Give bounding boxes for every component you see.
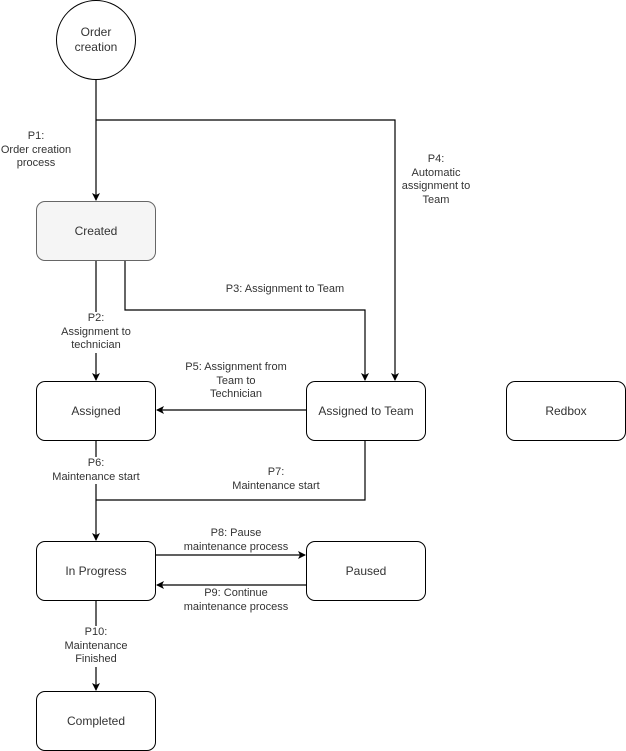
- node-created[interactable]: Created: [36, 201, 156, 261]
- label-line: Finished: [75, 653, 117, 665]
- label-line: Maintenance start: [52, 470, 140, 483]
- edge-label-p2: P2: Assignment to technician: [56, 312, 136, 353]
- label-line: Team to: [216, 374, 256, 387]
- edge-label-p4: P4: Automatic assignment to Team: [395, 153, 477, 207]
- node-assigned-to-team[interactable]: Assigned to Team: [306, 381, 426, 441]
- edge-label-p9: P9: Continue maintenance process: [176, 587, 296, 614]
- label-line: P4:: [427, 153, 445, 165]
- node-paused[interactable]: Paused: [306, 541, 426, 601]
- label-line: assignment to: [401, 180, 471, 192]
- node-created-label: Created: [74, 224, 118, 238]
- label-line: P8: Pause: [210, 527, 262, 539]
- label-line: creation: [74, 40, 118, 54]
- label-line: P10:: [84, 626, 108, 638]
- node-completed[interactable]: Completed: [36, 691, 156, 751]
- label-line: P1:: [27, 130, 45, 142]
- node-in-progress[interactable]: In Progress: [36, 541, 156, 601]
- edge-label-p7: P7: Maintenance start: [226, 466, 326, 493]
- edge-label-p1: P1: Order creation process: [0, 130, 72, 171]
- edge-p3: [124, 261, 369, 381]
- label-line: Order creation: [0, 143, 72, 156]
- node-redbox-label: Redbox: [545, 404, 587, 418]
- edge-label-p10: P10: Maintenance Finished: [56, 626, 136, 667]
- label-line: Maintenance start: [232, 479, 320, 492]
- label-line: P3: Assignment to Team: [225, 283, 345, 295]
- label-line: maintenance process: [183, 540, 289, 553]
- label-line: P9: Continue: [204, 587, 268, 599]
- node-order-creation-label: Order creation: [75, 25, 118, 55]
- edge-p4: [96, 119, 399, 381]
- label-line: Order: [80, 25, 112, 39]
- edge-p7: [96, 441, 366, 501]
- label-line: Automatic: [411, 166, 461, 179]
- label-line: P5: Assignment from: [185, 361, 287, 373]
- label-line: Assignment to: [61, 325, 131, 338]
- edge-label-p3: P3: Assignment to Team: [215, 283, 355, 297]
- label-line: P7:: [267, 466, 285, 478]
- label-line: technician: [71, 339, 121, 351]
- label-line: Technician: [210, 388, 262, 400]
- label-line: maintenance process: [183, 600, 289, 613]
- node-assigned-to-team-label: Assigned to Team: [318, 404, 414, 418]
- node-redbox[interactable]: Redbox: [506, 381, 626, 441]
- edge-label-p8: P8: Pause maintenance process: [176, 527, 296, 554]
- label-line: P2:: [87, 312, 105, 324]
- node-paused-label: Paused: [345, 564, 387, 578]
- node-completed-label: Completed: [66, 714, 126, 728]
- label-line: Team: [422, 193, 450, 206]
- node-assigned[interactable]: Assigned: [36, 381, 156, 441]
- label-line: Maintenance: [64, 639, 128, 652]
- node-order-creation[interactable]: Order creation: [56, 0, 136, 80]
- label-line: process: [16, 157, 56, 169]
- edge-label-p5: P5: Assignment from Team to Technician: [176, 361, 296, 402]
- edge-label-p6: P6: Maintenance start: [46, 457, 146, 484]
- node-in-progress-label: In Progress: [65, 564, 127, 578]
- label-line: P6:: [87, 457, 105, 469]
- node-assigned-label: Assigned: [71, 404, 121, 418]
